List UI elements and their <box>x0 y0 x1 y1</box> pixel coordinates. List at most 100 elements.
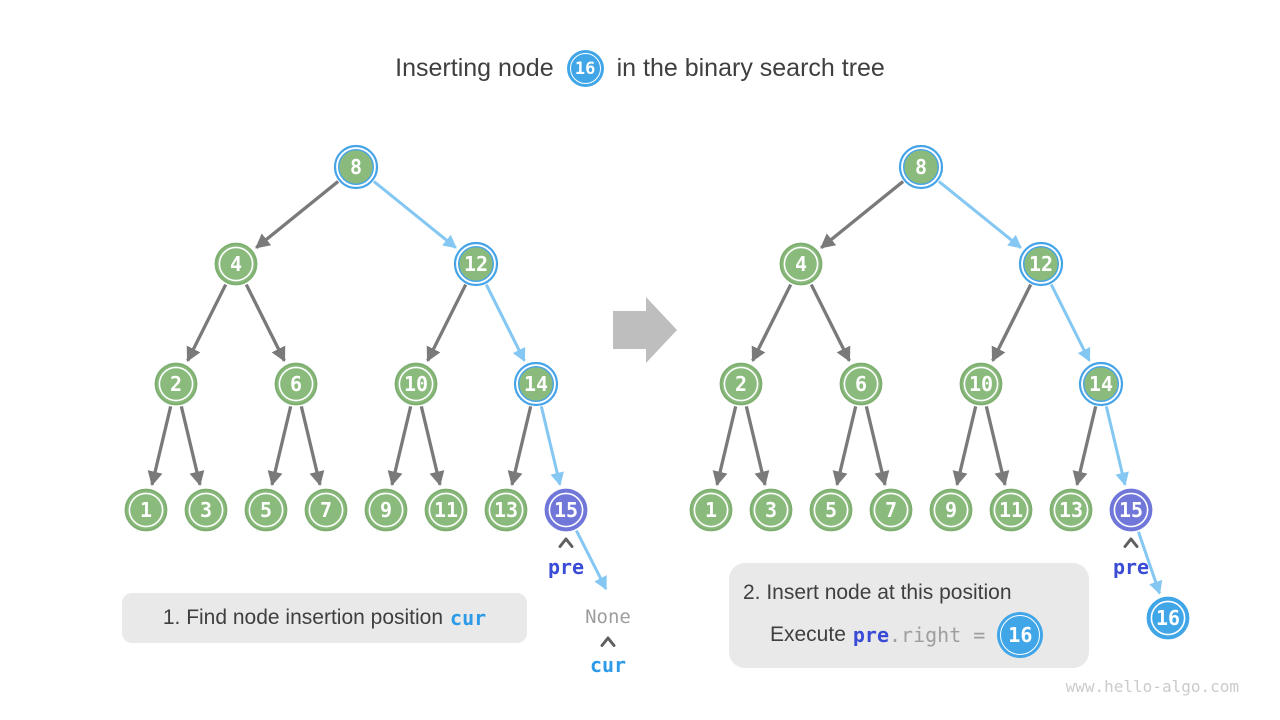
tree-node-before-1: 1 <box>124 488 168 532</box>
tree-node-after-4: 4 <box>779 242 823 286</box>
tree-node-before-10: 10 <box>394 362 438 406</box>
tree-edge <box>751 283 793 362</box>
title-suffix: in the binary search tree <box>616 54 885 82</box>
tree-node-before-3: 3 <box>184 488 228 532</box>
caption-step2-execute: Execute <box>770 623 846 646</box>
tree-node-after-16: 16 <box>1146 596 1190 640</box>
tree-edge <box>937 180 1022 249</box>
svg-text:4: 4 <box>795 252 807 276</box>
transition-arrow-icon <box>613 297 677 363</box>
pre-label-before: pre <box>547 555 585 579</box>
svg-text:14: 14 <box>524 372 548 396</box>
tree-edge <box>387 405 413 486</box>
tree-edge <box>1137 531 1163 595</box>
svg-text:4: 4 <box>230 252 242 276</box>
tree-node-after-6: 6 <box>839 362 883 406</box>
svg-text:13: 13 <box>1059 498 1083 522</box>
tree-node-after-3: 3 <box>749 488 793 532</box>
tree-node-before-14: 14 <box>513 361 559 407</box>
tree-edge <box>575 529 608 591</box>
svg-text:3: 3 <box>765 498 777 522</box>
tree-node-before-12: 12 <box>453 241 499 287</box>
tree-edge <box>484 283 526 362</box>
none-label: None <box>585 606 631 628</box>
tree-edge <box>267 405 293 486</box>
svg-text:6: 6 <box>290 372 302 396</box>
tree-edge <box>244 283 286 362</box>
tree-edge <box>952 405 978 486</box>
tree-node-after-12: 12 <box>1018 241 1064 287</box>
caption-step1-text: 1. Find node insertion position <box>162 606 444 629</box>
tree-node-before-11: 11 <box>424 488 468 532</box>
title-node-badge-value: 16 <box>574 58 596 79</box>
tree-node-before-4: 4 <box>214 242 258 286</box>
tree-node-before-7: 7 <box>304 488 348 532</box>
svg-text:2: 2 <box>170 372 182 396</box>
svg-text:11: 11 <box>999 498 1023 522</box>
caption-step2-node-badge: 16 <box>997 612 1044 658</box>
tree-edge <box>809 283 851 362</box>
tree-node-before-13: 13 <box>484 488 528 532</box>
tree-edge <box>179 405 205 486</box>
svg-text:12: 12 <box>1029 252 1053 276</box>
tree-edge <box>507 405 533 486</box>
tree-node-after-11: 11 <box>989 488 1033 532</box>
tree-node-after-9: 9 <box>929 488 973 532</box>
tree-edge <box>539 406 564 486</box>
watermark: www.hello-algo.com <box>1065 677 1239 696</box>
tree-node-after-15: 15 <box>1109 488 1153 532</box>
caption-step2-line2: Execute pre .right = 16 <box>770 612 1089 658</box>
tree-edge <box>1049 283 1091 362</box>
svg-text:1: 1 <box>705 498 717 522</box>
tree-edge <box>864 405 890 486</box>
tree-edge <box>744 405 770 486</box>
tree-edge <box>372 180 457 249</box>
tree-edge <box>1104 406 1129 486</box>
svg-text:5: 5 <box>260 498 272 522</box>
tree-node-after-7: 7 <box>869 488 913 532</box>
svg-text:7: 7 <box>885 498 897 522</box>
caret-up-icon <box>600 636 616 647</box>
svg-text:6: 6 <box>855 372 867 396</box>
tree-node-before-6: 6 <box>274 362 318 406</box>
tree-edge <box>1072 405 1098 486</box>
caption-step2-pre-token: pre <box>852 623 890 647</box>
svg-text:14: 14 <box>1089 372 1113 396</box>
tree-edge <box>147 405 173 486</box>
tree-edge <box>255 180 340 249</box>
svg-text:1: 1 <box>140 498 152 522</box>
svg-text:10: 10 <box>404 372 428 396</box>
tree-edge <box>712 405 738 486</box>
svg-text:10: 10 <box>969 372 993 396</box>
tree-node-before-8: 8 <box>333 144 379 190</box>
caption-step2: 2. Insert node at this position Execute … <box>729 563 1089 668</box>
tree-edge <box>299 405 325 486</box>
svg-text:15: 15 <box>554 498 578 522</box>
svg-text:16: 16 <box>1156 606 1180 630</box>
caret-up-icon <box>1123 537 1139 548</box>
tree-node-after-13: 13 <box>1049 488 1093 532</box>
pre-label-after: pre <box>1112 555 1150 579</box>
tree-edge <box>186 283 228 362</box>
caption-step1: 1. Find node insertion position cur <box>122 593 527 643</box>
svg-text:13: 13 <box>494 498 518 522</box>
cur-label: cur <box>589 653 627 677</box>
tree-edge <box>426 283 468 362</box>
tree-node-after-8: 8 <box>898 144 944 190</box>
tree-node-after-10: 10 <box>959 362 1003 406</box>
svg-text:5: 5 <box>825 498 837 522</box>
caption-step1-cur-token: cur <box>450 606 487 630</box>
svg-text:15: 15 <box>1119 498 1143 522</box>
caption-step2-node-badge-value: 16 <box>1008 623 1033 647</box>
tree-edge <box>820 180 905 249</box>
svg-text:2: 2 <box>735 372 747 396</box>
title-node-badge: 16 <box>566 50 604 87</box>
svg-text:7: 7 <box>320 498 332 522</box>
tree-node-before-9: 9 <box>364 488 408 532</box>
caret-up-icon <box>558 537 574 548</box>
tree-node-after-1: 1 <box>689 488 733 532</box>
